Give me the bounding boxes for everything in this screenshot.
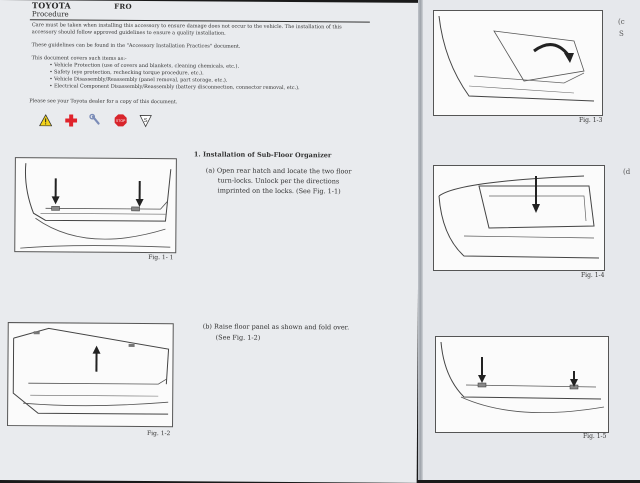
intro-line: This document covers such items as:- [32, 55, 127, 62]
edge-text: (c [618, 18, 625, 26]
figure-1-5 [435, 336, 609, 433]
bullet-item: • Safety (eye protection, rechecking tor… [49, 69, 203, 76]
svg-text:STOP: STOP [116, 119, 126, 123]
shield-s-icon: S [139, 114, 152, 127]
edge-text: S [619, 30, 624, 38]
figure-caption: Fig. 1-2 [147, 430, 170, 437]
figure-caption: Fig. 1-5 [583, 433, 606, 440]
intro-closing: Please see your Toyota dealer for a copy… [29, 98, 177, 105]
section-heading: 1. Installation of Sub-Floor Organizer [194, 150, 331, 159]
figure-caption: Fig. 1-4 [581, 272, 604, 279]
step-b-line: (b) Raise floor panel as shown and fold … [203, 321, 350, 332]
svg-text:S: S [144, 117, 148, 123]
doc-title: TOYOTA FRO [32, 0, 132, 11]
step-a-line: imprinted on the locks. (See Fig. 1-1) [218, 186, 341, 197]
intro-line: accessory should follow approved guideli… [32, 29, 226, 36]
bullet-item: • Electrical Component Disassembly/Reass… [49, 83, 299, 91]
figure-1-3 [433, 10, 603, 116]
figure-1-2 [7, 322, 174, 427]
figure-caption: Fig. 1- 1 [148, 254, 173, 261]
bullet-item: • Vehicle Disassembly/Reassembly (panel … [49, 76, 227, 83]
procedure-label: Procedure [32, 10, 69, 18]
edge-text: (d [623, 168, 630, 176]
step-b-line: (See Fig. 1-2) [216, 333, 261, 343]
first-aid-cross-icon [64, 113, 77, 126]
figure-1-1 [14, 157, 177, 253]
safety-icon-row: STOP S [39, 113, 152, 127]
document-page-right: Fig. 1-3 Fig. 1-4 Fig. 1-5 (c S (d [423, 0, 640, 480]
figure-1-4 [433, 165, 605, 271]
intro-line: These guidelines can be found in the "Ac… [32, 42, 241, 49]
stop-sign-icon: STOP [114, 114, 127, 127]
wrench-icon [89, 114, 102, 127]
document-page-left: TOYOTA FRO Procedure Care must be taken … [0, 0, 420, 483]
figure-caption: Fig. 1-3 [579, 117, 602, 124]
warning-triangle-icon [39, 113, 52, 126]
